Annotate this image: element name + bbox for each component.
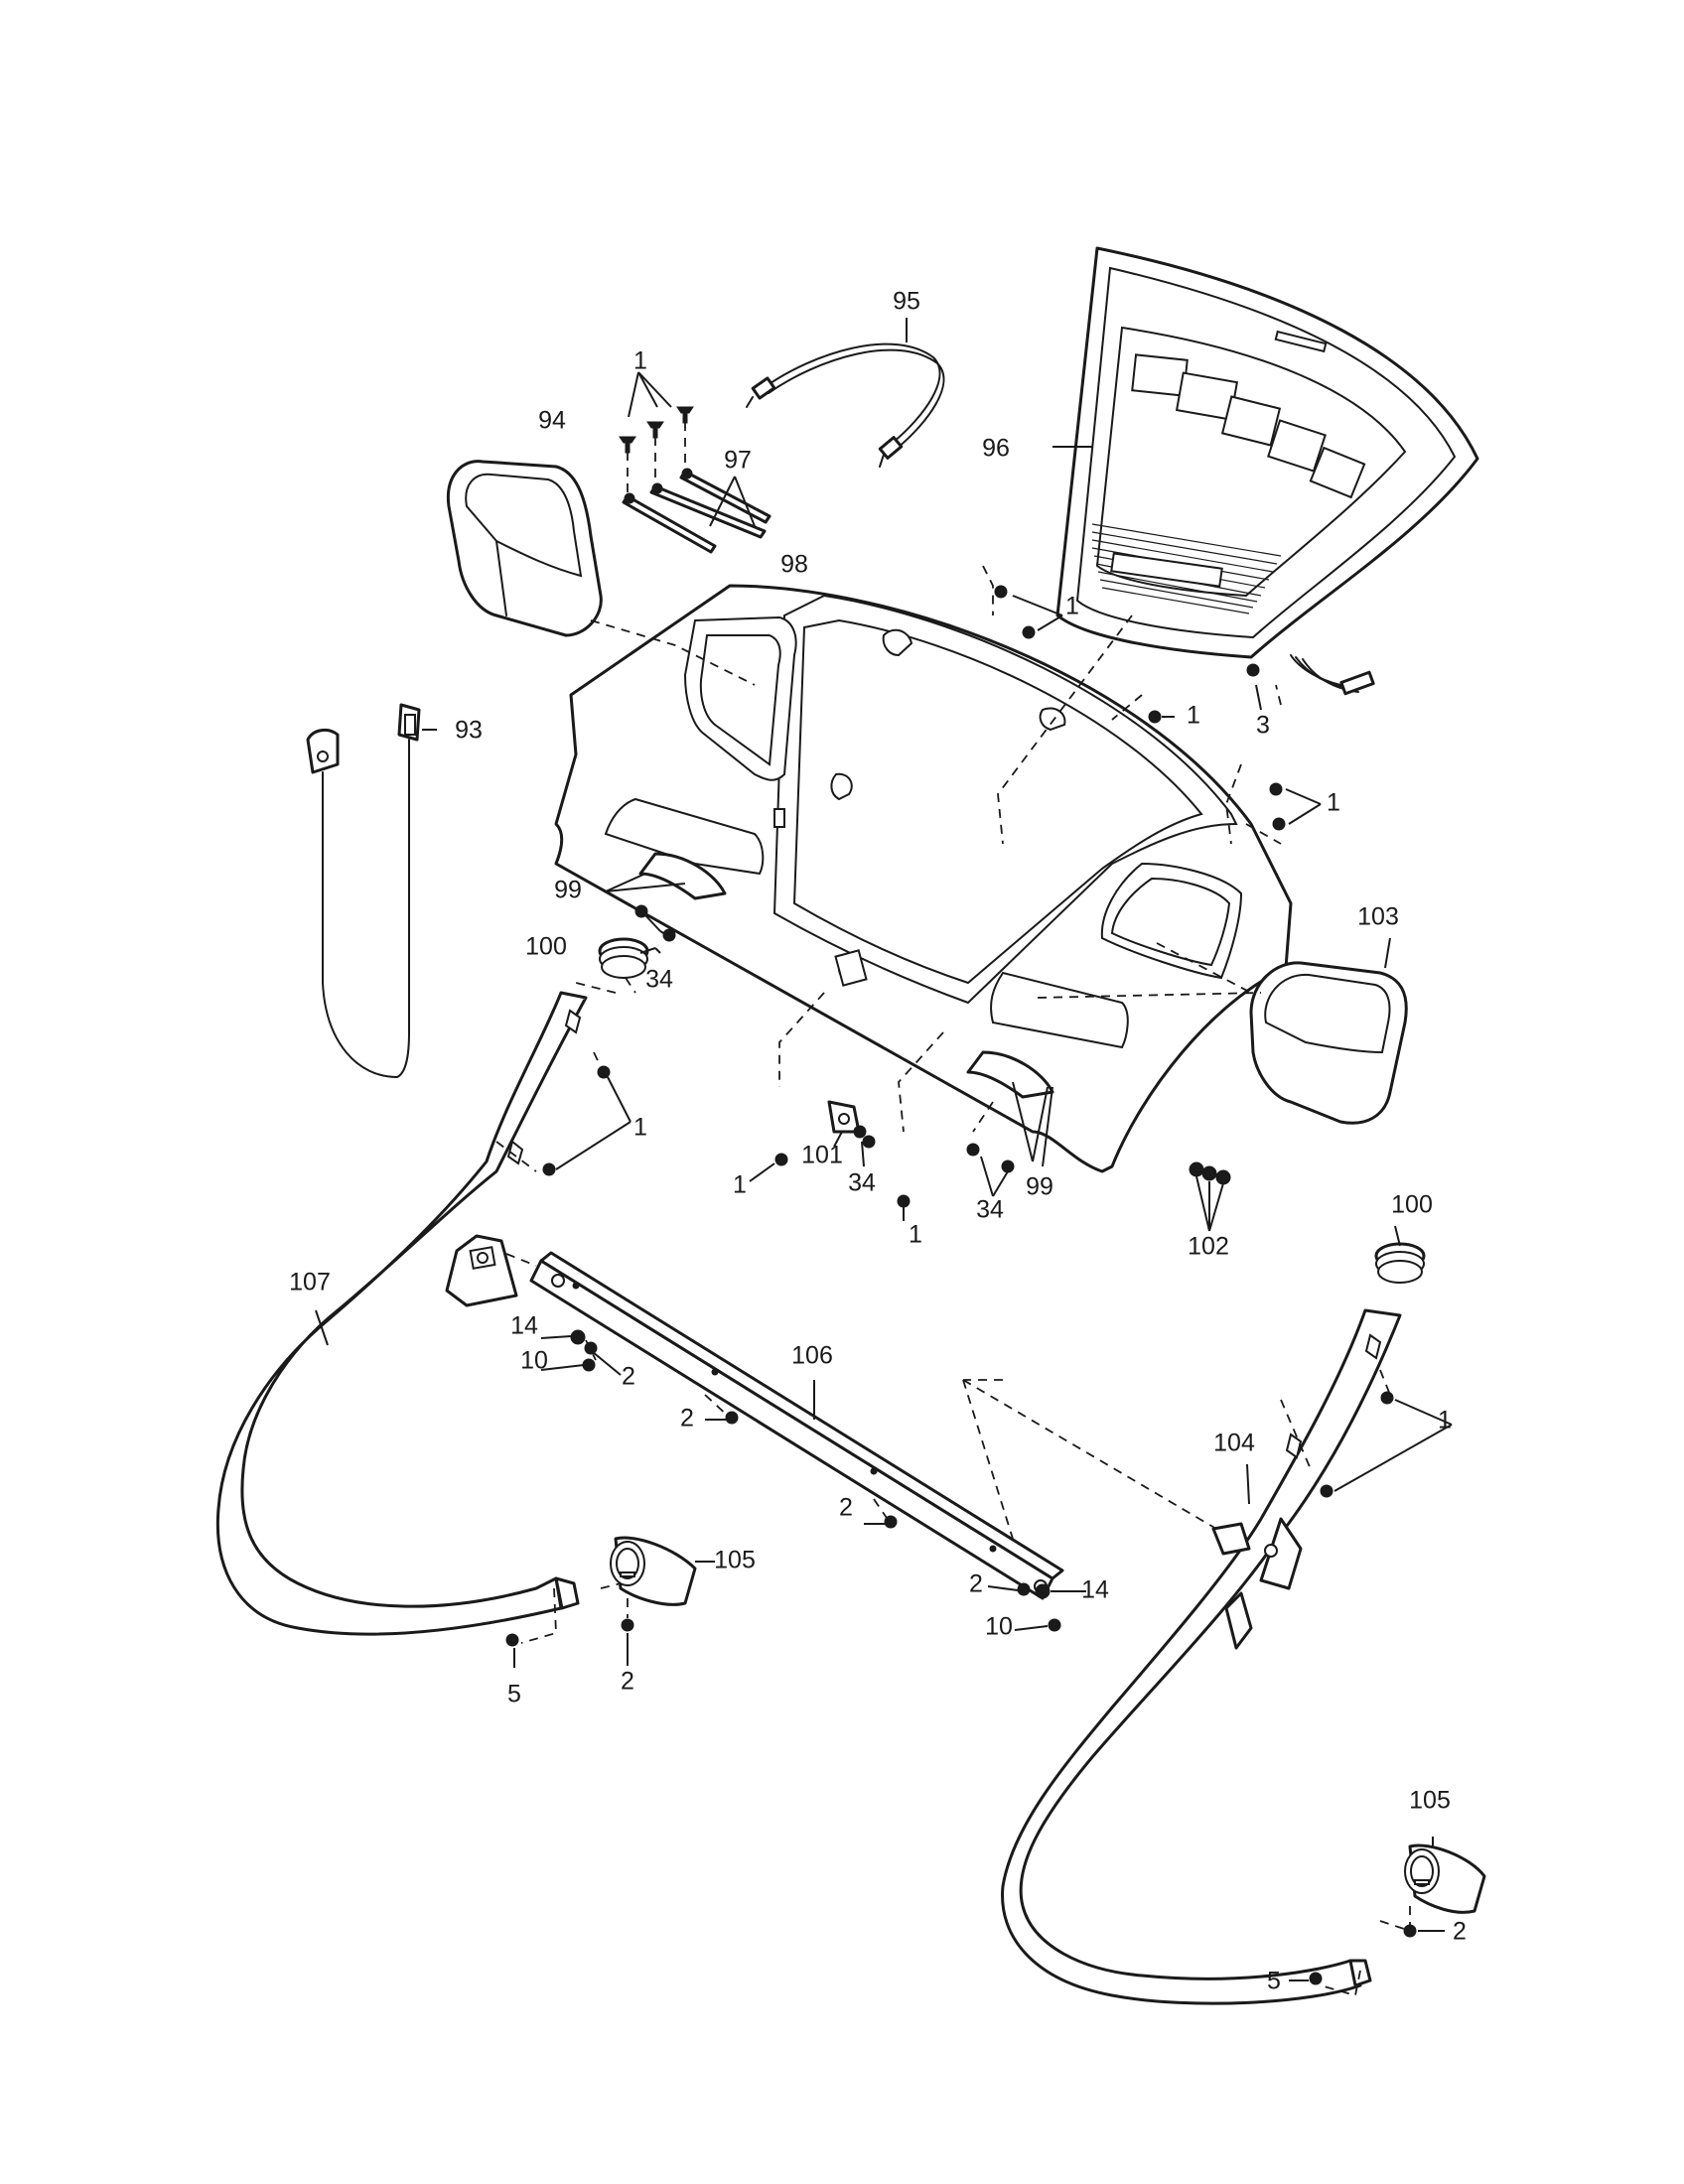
grommet-part-100-right xyxy=(1374,1242,1426,1284)
screws-part-102 xyxy=(1189,1161,1231,1185)
callout-34: 34 xyxy=(848,1169,876,1197)
callout-100: 100 xyxy=(1391,1191,1433,1219)
callout-34: 34 xyxy=(645,966,673,994)
callout-2: 2 xyxy=(680,1405,694,1433)
console-bezel-part-96 xyxy=(1055,246,1479,696)
callout-105: 105 xyxy=(1409,1787,1451,1815)
callout-93: 93 xyxy=(455,717,483,745)
callout-2: 2 xyxy=(621,1668,634,1696)
end-cap-part-105-right xyxy=(1404,1843,1486,1914)
callout-103: 103 xyxy=(1357,903,1399,931)
end-cap-part-105-left xyxy=(610,1536,697,1606)
callout-1: 1 xyxy=(1187,702,1200,730)
callout-10: 10 xyxy=(985,1613,1013,1641)
right-handrail-part-104 xyxy=(1001,1308,1402,2005)
callout-2: 2 xyxy=(839,1494,853,1522)
callout-99: 99 xyxy=(554,877,582,904)
callout-101: 101 xyxy=(801,1142,843,1169)
callout-34: 34 xyxy=(976,1196,1004,1224)
callout-107: 107 xyxy=(289,1269,331,1297)
callout-98: 98 xyxy=(780,551,808,579)
callout-1: 1 xyxy=(909,1221,922,1249)
callout-102: 102 xyxy=(1188,1233,1229,1261)
callout-1: 1 xyxy=(633,1114,647,1142)
rods-part-97 xyxy=(619,406,772,554)
callout-1: 1 xyxy=(1065,593,1079,620)
callout-2: 2 xyxy=(622,1363,635,1391)
assembly-dashed-lines xyxy=(495,565,1411,1997)
callout-97: 97 xyxy=(724,447,752,475)
console-base-part-98 xyxy=(554,584,1293,1173)
crossbar-part-106 xyxy=(529,1251,1064,1600)
callout-96: 96 xyxy=(982,435,1010,463)
callout-1: 1 xyxy=(633,347,647,375)
callout-14: 14 xyxy=(1081,1576,1109,1604)
grommet-part-100-left xyxy=(598,937,649,979)
callout-1: 1 xyxy=(1327,789,1340,817)
speaker-grille xyxy=(1091,523,1282,614)
callout-94: 94 xyxy=(538,407,566,435)
callout-1: 1 xyxy=(733,1171,747,1199)
callout-104: 104 xyxy=(1213,1430,1255,1457)
callout-labels: 1 94 95 97 96 98 1 1 3 1 93 99 100 34 10… xyxy=(289,288,1467,1995)
callout-5: 5 xyxy=(1267,1968,1281,1995)
plate-part-101 xyxy=(827,1100,861,1134)
wire-harness-part-95 xyxy=(746,342,945,468)
callout-10: 10 xyxy=(520,1347,548,1375)
callout-95: 95 xyxy=(893,288,920,316)
callout-2: 2 xyxy=(969,1570,983,1598)
callout-100: 100 xyxy=(525,933,567,961)
callout-2: 2 xyxy=(1453,1918,1467,1946)
callout-14: 14 xyxy=(510,1312,538,1340)
callout-105: 105 xyxy=(714,1547,756,1574)
callout-5: 5 xyxy=(507,1681,521,1708)
water-bottle-holder-part-94 xyxy=(446,460,603,637)
water-bottle-holder-part-103 xyxy=(1249,961,1408,1125)
leader-lines xyxy=(315,318,1453,1981)
callout-106: 106 xyxy=(791,1342,833,1370)
screws xyxy=(505,585,1417,1985)
callout-99: 99 xyxy=(1026,1173,1053,1201)
callout-3: 3 xyxy=(1256,712,1270,740)
callout-1: 1 xyxy=(1438,1407,1452,1434)
left-handrail-part-107 xyxy=(215,991,588,1636)
safety-key-clip-part-93 xyxy=(306,703,421,1079)
